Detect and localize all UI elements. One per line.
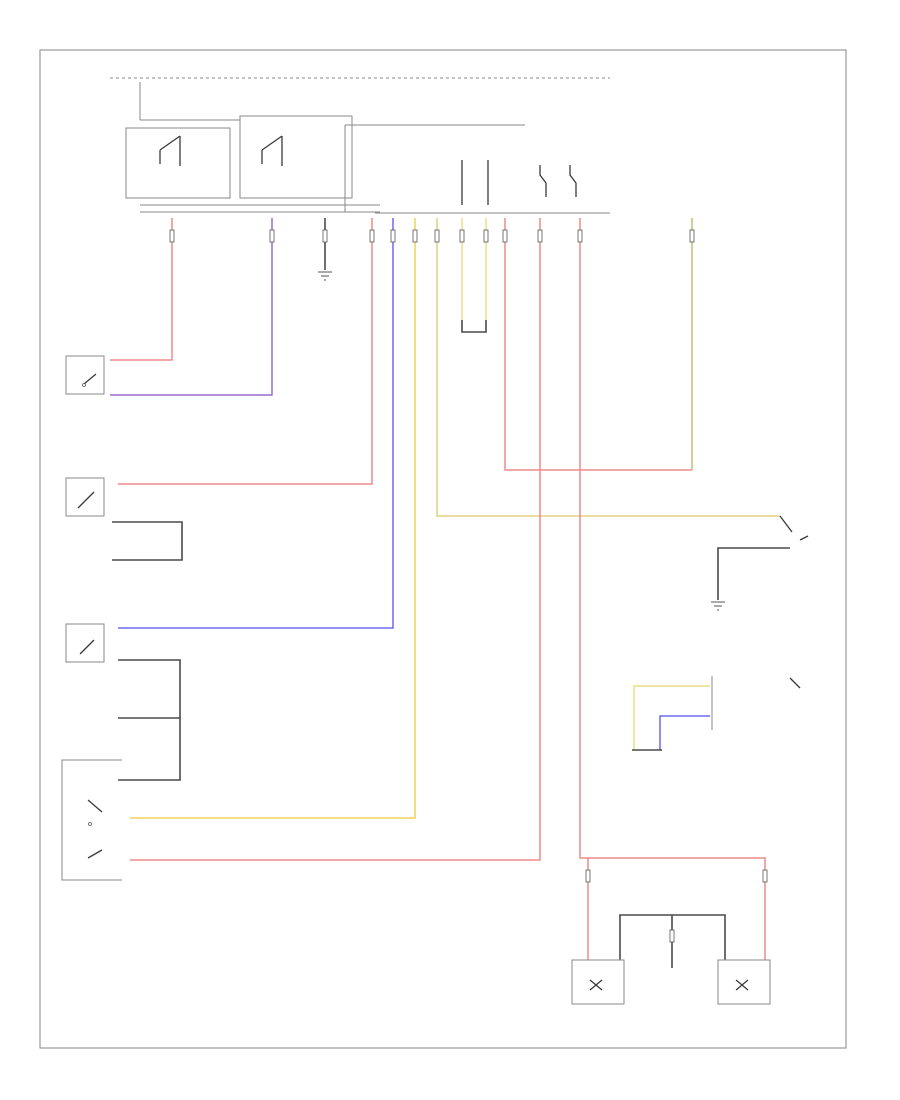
diagram-frame bbox=[39, 49, 847, 1049]
tail-lamp-switch bbox=[65, 477, 105, 517]
rear-lamps bbox=[571, 914, 771, 1005]
wire-black-tail bbox=[112, 521, 183, 561]
wire-yellow-right bbox=[436, 218, 780, 517]
wire-yellow-main bbox=[130, 218, 416, 819]
combination-switch bbox=[87, 799, 103, 859]
wire-red-combo bbox=[130, 218, 541, 861]
combination-switch-small bbox=[65, 623, 105, 663]
door-switch-right bbox=[711, 515, 809, 611]
connector-ticks bbox=[169, 229, 768, 943]
combo-bracket bbox=[61, 759, 122, 881]
wire-red-left bbox=[110, 218, 173, 361]
central-module bbox=[344, 124, 610, 214]
wire-red-rear bbox=[579, 218, 766, 960]
ground-symbol-top bbox=[318, 218, 332, 281]
wire-blue bbox=[118, 218, 394, 629]
center-connector bbox=[461, 320, 487, 333]
wire-red-loop bbox=[504, 218, 692, 471]
right-middle-switch bbox=[632, 676, 801, 751]
wire-red-tail bbox=[118, 218, 373, 485]
wire-black-combo bbox=[118, 659, 181, 781]
power-supply-block bbox=[110, 77, 610, 213]
wire-violet-left bbox=[110, 218, 273, 396]
hazard-switch bbox=[65, 355, 105, 395]
